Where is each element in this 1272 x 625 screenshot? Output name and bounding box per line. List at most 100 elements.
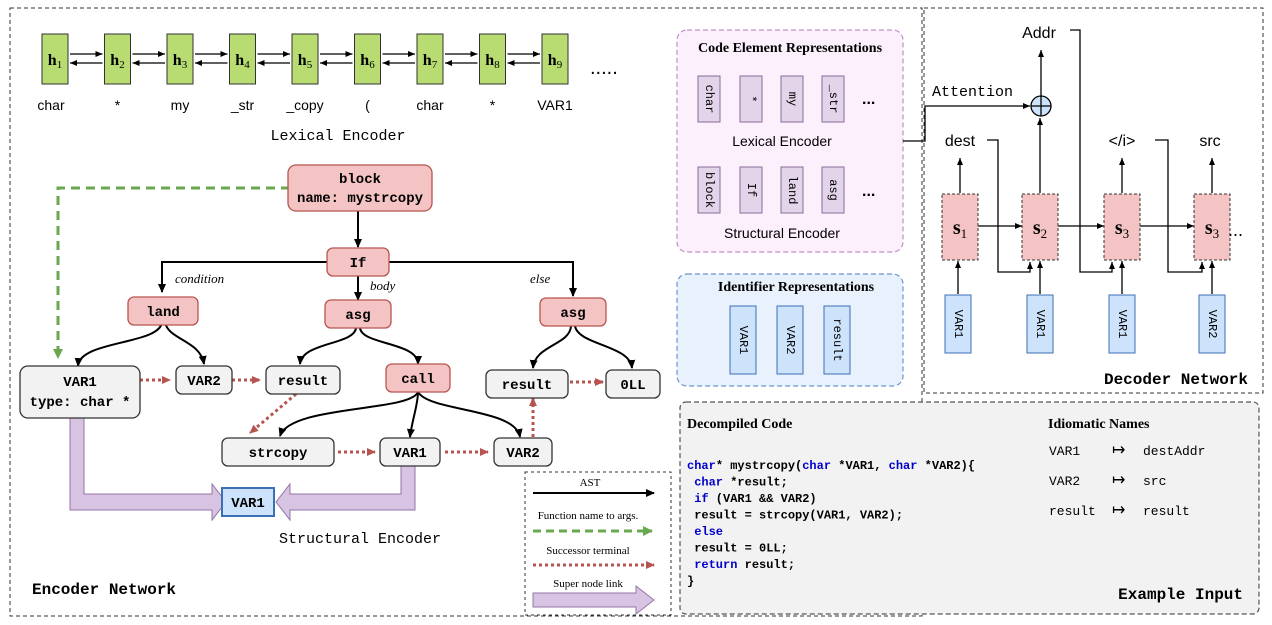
feedback-dest: [987, 139, 1033, 273]
mapping-to-3: result: [1143, 504, 1190, 519]
node-call-var1-label: VAR1: [393, 446, 427, 462]
edge-label-body: body: [370, 278, 396, 293]
identifier-token-box-3: [823, 305, 851, 375]
lexical-hidden-state-main: h: [48, 52, 57, 69]
code-segment: char: [687, 459, 716, 473]
lexical-hidden-state-6: [354, 33, 381, 85]
decoder-state-sub: 2: [1041, 226, 1048, 241]
decompiled-code-title: Decompiled Code: [687, 417, 792, 432]
node-oll: [605, 369, 661, 399]
node-land-label: land: [146, 305, 180, 321]
code-segment: * mystrcopy(: [716, 459, 802, 473]
encoder-network-title: Encoder Network: [32, 581, 176, 599]
lexical-token-8: *: [490, 97, 496, 113]
lexical-hidden-state-label-6: h6: [360, 52, 375, 71]
identifier-token-text-3: result: [830, 318, 844, 361]
mapping-to-1: destAddr: [1143, 444, 1205, 459]
lexical-token-4: _str: [230, 97, 255, 113]
ce-structural-token-text-1: block: [702, 172, 716, 208]
node-asg-body: [324, 299, 392, 329]
node-result-else-label: result: [502, 378, 552, 394]
legend-super-node-label: Super node link: [553, 578, 623, 590]
node-var1-type: type: char *: [30, 395, 131, 411]
decoder-state-label-3: s3: [1115, 217, 1129, 241]
code-segment: [687, 558, 694, 572]
code-segment: char: [694, 476, 723, 490]
ce-lexical-token-text-2: *: [744, 95, 758, 102]
node-if-label: If: [350, 256, 367, 272]
lexical-hidden-state-main: h: [423, 52, 432, 69]
edge-asgelse-result: [529, 325, 572, 369]
node-if: [326, 247, 390, 277]
identifier-token-text-2: VAR2: [783, 326, 797, 355]
node-call-var2: [493, 437, 553, 467]
idiomatic-names-title: Idiomatic Names: [1048, 417, 1150, 432]
decoder-input-text-2: VAR1: [1033, 310, 1047, 339]
lexical-hidden-state-8: [479, 33, 506, 85]
lexical-token-3: my: [171, 97, 190, 113]
lexical-hidden-state-label-1: h1: [48, 52, 62, 71]
ce-structural-token-text-4: asg: [826, 179, 840, 201]
ce-structural-token-box-4: [821, 166, 845, 214]
legend-ast-label: AST: [580, 477, 601, 489]
lexical-hidden-state-2: [104, 33, 131, 85]
decoder-state-1: [941, 193, 979, 261]
edge-land-var1: [74, 321, 163, 367]
decompiled-code-block: char* mystrcopy(char *VAR1, char *VAR2){…: [687, 459, 975, 589]
code-segment: return: [694, 558, 737, 572]
code-element-lexical-ellipsis: ...: [862, 91, 875, 108]
decoder-input-box-4: [1198, 294, 1226, 354]
ce-lexical-token-text-4: _str: [826, 84, 840, 114]
lexical-hidden-state-4: [229, 33, 256, 85]
mapping-to-2: src: [1143, 474, 1166, 489]
ce-lexical-token-box-1: [697, 75, 721, 123]
mapping-from-3: result: [1049, 504, 1096, 519]
code-segment: char: [802, 459, 831, 473]
node-block-label: block: [339, 172, 381, 188]
ce-lexical-token-box-2: [739, 75, 763, 123]
code-segment: result;: [737, 558, 795, 572]
edge-call-strcopy: [278, 391, 419, 437]
decoder-state-label-1: s1: [953, 217, 967, 241]
node-call-label: call: [401, 372, 435, 388]
lexical-ellipsis: .....: [590, 57, 618, 79]
lexical-hidden-state-sub: 6: [369, 59, 375, 71]
lexical-hidden-state-main: h: [298, 52, 307, 69]
node-var2: [175, 365, 233, 395]
example-panel: [679, 401, 1260, 615]
code-element-structural-label: Structural Encoder: [724, 225, 840, 241]
node-asg-else: [539, 297, 607, 327]
edge-asg-result: [296, 327, 357, 365]
lexical-hidden-state-1: [41, 33, 69, 85]
feedback-addr: [1070, 29, 1115, 273]
ce-lexical-token-text-1: char: [702, 85, 716, 114]
lexical-encoder-label: Lexical Encoder: [270, 128, 405, 145]
lexical-hidden-state-sub: 2: [119, 59, 125, 71]
decoder-state-sub: 3: [1123, 226, 1130, 241]
code-segment: [687, 525, 694, 539]
func-args-link: [53, 186, 290, 359]
mapping-arrow-3: ↦: [1112, 502, 1125, 519]
node-call-var1: [379, 437, 441, 467]
ce-structural-token-box-2: [739, 166, 763, 214]
lexical-hidden-state-sub: 4: [244, 59, 250, 71]
code-segment: result = 0LL;: [687, 542, 788, 556]
lexical-hidden-state-main: h: [173, 52, 182, 69]
code-element-lexical-tokens: char*my_str: [697, 75, 845, 123]
ce-structural-token-text-2: If: [744, 183, 758, 197]
lexical-token-6: (: [365, 97, 370, 113]
lexical-hidden-state-label-8: h8: [485, 52, 500, 71]
decoder-network-title: Decoder Network: [1104, 371, 1248, 389]
decoder-state-label-2: s2: [1033, 217, 1047, 241]
node-asg-body-label: asg: [345, 308, 370, 324]
decoder-state-main: s: [1115, 217, 1123, 239]
ce-structural-token-box-3: [780, 166, 804, 214]
lexical-hidden-state-5: [291, 33, 319, 85]
lexical-hidden-state-label-5: h5: [298, 52, 313, 71]
lexical-token-2: *: [115, 97, 121, 113]
decoder-state-main: s: [1205, 217, 1213, 239]
